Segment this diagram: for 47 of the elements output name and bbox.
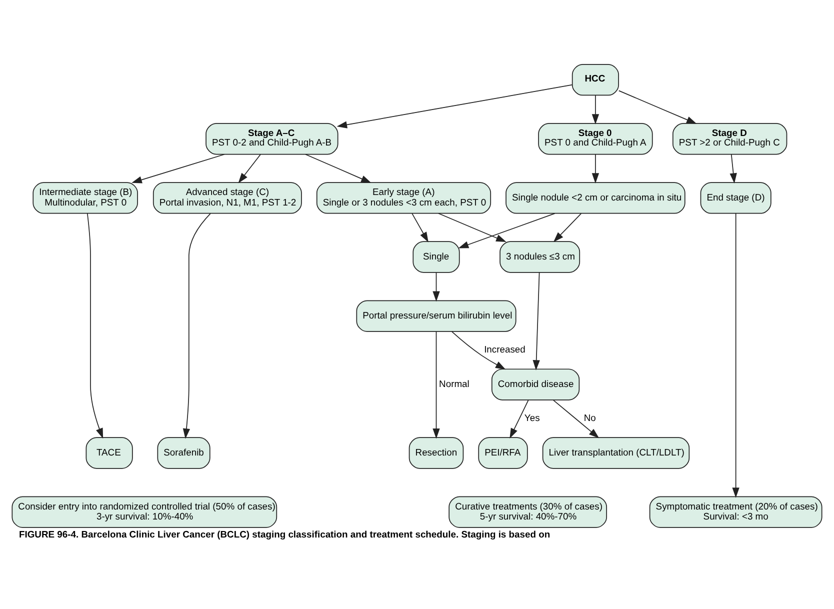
node-box: Curative treatments (30% of cases) 5-yr survival: 40%-70%	[448, 496, 607, 528]
node-box: Liver transplantation (CLT/LDLT)	[542, 437, 690, 469]
arrow	[510, 400, 529, 439]
node-box: Advanced stage (C) Portal invasion, N1, M1, PST 1-2	[152, 182, 302, 214]
edge-label: No	[584, 412, 596, 424]
node-box: Sorafenib	[157, 437, 210, 469]
arrow	[432, 331, 440, 439]
arrow	[553, 213, 582, 242]
edge-label: Increased	[484, 344, 526, 355]
node-box: Comorbid disease	[491, 368, 580, 400]
node-box: 3 nodules ≤3 cm	[500, 241, 580, 273]
caption: FIGURE 96-4. Barcelona Clinic Liver Cancer (BCLC) staging classification and treatment schedule. Staging is based on	[19, 528, 550, 540]
arrow	[336, 84, 573, 128]
node-box: End stage (D)	[700, 182, 772, 214]
node-box: Stage A–C PST 0-2 and Child-Pugh A-B	[206, 123, 338, 155]
arrow	[730, 154, 737, 184]
arrow	[592, 154, 600, 184]
node-box: Early stage (A) Single or 3 nodules <3 cm each, PST 0	[316, 182, 492, 214]
edge-label: Yes	[524, 412, 540, 424]
arrow	[305, 154, 372, 184]
node-box: Consider entry into randomized controlled trial (50% of cases) 3-yr survival: 10%-40%	[12, 496, 278, 528]
node-box: Single nodule <2 cm or carcinoma in situ	[506, 182, 686, 214]
node-box: Portal pressure/serum bilirubin level	[356, 300, 516, 332]
arrow	[132, 154, 225, 184]
node-box: HCC	[572, 64, 619, 96]
arrow	[532, 272, 540, 370]
node-box: Symptomatic treatment (20% of cases) Survival: <3 mo	[649, 496, 822, 528]
node-box: TACE	[86, 437, 133, 469]
edge-label: Normal	[439, 378, 470, 389]
node-box: Stage D PST >2 or Child-Pugh C	[672, 123, 788, 155]
node-box: Stage 0 PST 0 and Child-Pugh A	[538, 123, 653, 155]
arrow	[732, 212, 740, 498]
arrow	[452, 331, 506, 370]
arrow	[618, 90, 697, 124]
arrow	[238, 154, 261, 184]
arrow	[438, 212, 506, 242]
arrow	[552, 400, 600, 438]
arrow	[458, 212, 556, 248]
node-box: Single	[412, 241, 460, 273]
arrow	[432, 272, 440, 302]
node-box: Resection	[408, 437, 464, 469]
arrow	[86, 212, 104, 439]
node-box: Intermediate stage (B) Multinodular, PST 0	[32, 182, 138, 214]
arrow	[182, 213, 211, 439]
node-box: PEI/RFA	[478, 437, 528, 469]
arrow	[592, 95, 600, 124]
arrow	[412, 213, 428, 242]
